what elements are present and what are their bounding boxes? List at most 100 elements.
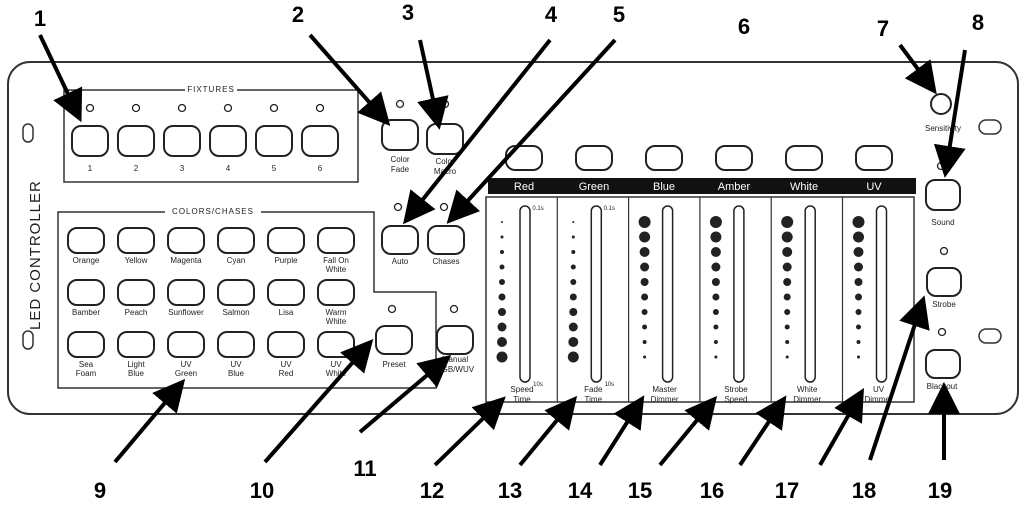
fader-track-1[interactable]: [590, 205, 603, 383]
callout-arrow-1: [308, 33, 391, 126]
color-button-4[interactable]: [267, 227, 305, 254]
callout-number-1: 1: [34, 6, 46, 31]
auto-button[interactable]: [381, 225, 419, 255]
color-label-17: UV: [330, 360, 342, 369]
fader-track-5[interactable]: [875, 205, 888, 383]
fader-dot-4-9: [785, 355, 789, 359]
color-button-3[interactable]: [217, 227, 255, 254]
color-button-14[interactable]: [167, 331, 205, 358]
fader-dot-3-4: [711, 278, 720, 286]
channel-button-white[interactable]: [785, 145, 823, 171]
color-button-11[interactable]: [317, 279, 355, 306]
callout-number-13: 13: [498, 478, 522, 503]
sensitivity-label: Sensitivity: [925, 124, 961, 133]
color-button-0[interactable]: [67, 227, 105, 254]
color-button-10[interactable]: [267, 279, 305, 306]
preset-led: [387, 304, 397, 314]
channel-button-red[interactable]: [505, 145, 543, 171]
channel-label-red: Red: [514, 181, 534, 193]
fader-dot-2-4: [640, 278, 649, 286]
color-label-3: Cyan: [227, 256, 246, 265]
color-button-16[interactable]: [267, 331, 305, 358]
fader-dot-2-9: [643, 355, 647, 359]
channel-button-green[interactable]: [575, 145, 613, 171]
fixture-button-6[interactable]: [301, 125, 339, 157]
mount-hole-top-right: [978, 119, 1002, 135]
fixture-button-3[interactable]: [163, 125, 201, 157]
blackout-button[interactable]: [925, 349, 961, 379]
color-macro-button[interactable]: [426, 123, 464, 155]
manual-button[interactable]: [436, 325, 474, 355]
fader-label-4: White: [797, 385, 818, 394]
fixture-button-5[interactable]: [255, 125, 293, 157]
channel-button-blue[interactable]: [645, 145, 683, 171]
callout-number-11: 11: [353, 456, 376, 481]
color-label-2: Magenta: [170, 256, 202, 265]
callout-number-18: 18: [852, 478, 876, 503]
sensitivity-knob[interactable]: [930, 93, 952, 115]
channel-button-amber[interactable]: [715, 145, 753, 171]
blackout-led: [937, 327, 947, 337]
fader-dot-1-2: [571, 250, 576, 254]
color-label-6: Bamber: [72, 308, 100, 317]
fader-dot-2-8: [642, 340, 647, 344]
fader-track-3[interactable]: [733, 205, 745, 383]
fader-dot-1-8: [568, 337, 579, 347]
fixtures-title-bg: [185, 84, 237, 94]
fader-label-2-2: Dimmer: [651, 395, 679, 404]
manual-led: [449, 304, 459, 314]
strobe-button[interactable]: [926, 267, 962, 297]
fader-track-2[interactable]: [661, 205, 674, 383]
fader-dot-5-8: [856, 340, 861, 344]
fixture-button-1[interactable]: [71, 125, 109, 157]
fader-dot-0-4: [499, 279, 505, 285]
faders: 0.1s10sSpeedTime0.1s10sFadeTimeMasterDim…: [496, 197, 893, 404]
blackout-label: Blackout: [927, 382, 958, 391]
channel-label-bar: [488, 178, 916, 194]
fixture-led-6: [315, 103, 325, 113]
callout-number-12: 12: [420, 478, 444, 503]
mount-hole-top-left: [22, 123, 34, 143]
fader-track-0[interactable]: [519, 205, 531, 383]
fader-dot-1-6: [569, 308, 578, 316]
sound-button[interactable]: [925, 179, 961, 211]
color-button-15[interactable]: [217, 331, 255, 358]
fader-dot-3-8: [713, 340, 718, 344]
preset-label: Preset: [382, 360, 406, 369]
color-button-12[interactable]: [67, 331, 105, 358]
color-label-15: UV: [230, 360, 242, 369]
color-button-6[interactable]: [67, 279, 105, 306]
fader-dot-4-2: [782, 247, 793, 257]
fixture-button-2[interactable]: [117, 125, 155, 157]
fader-dot-1-9: [567, 351, 579, 363]
callout-arrow-4: [446, 38, 617, 224]
fader-dot-0-2: [500, 250, 504, 254]
fader-dot-4-6: [784, 309, 791, 315]
color-button-7[interactable]: [117, 279, 155, 306]
channel-button-uv[interactable]: [855, 145, 893, 171]
color-button-13[interactable]: [117, 331, 155, 358]
fader-dot-1-4: [570, 279, 577, 285]
colors-chases-title: COLORS/CHASES: [172, 207, 254, 216]
color-label-15-2: Blue: [228, 369, 245, 378]
fixture-button-4[interactable]: [209, 125, 247, 157]
fader-dot-0-7: [497, 322, 507, 332]
callout-number-4: 4: [545, 2, 558, 27]
color-fade-button[interactable]: [381, 119, 419, 151]
color-label-7: Peach: [125, 308, 148, 317]
preset-button[interactable]: [375, 325, 413, 355]
chases-button[interactable]: [427, 225, 465, 255]
channel-label-amber: Amber: [718, 181, 751, 193]
color-label-16-2: Red: [279, 369, 294, 378]
fader-dot-5-2: [853, 247, 864, 257]
color-button-9[interactable]: [217, 279, 255, 306]
fader-track-4[interactable]: [804, 205, 816, 383]
color-button-17[interactable]: [317, 331, 355, 358]
color-button-1[interactable]: [117, 227, 155, 254]
color-button-5[interactable]: [317, 227, 355, 254]
color-button-8[interactable]: [167, 279, 205, 306]
color-button-2[interactable]: [167, 227, 205, 254]
fader-dot-1-1: [571, 235, 575, 239]
